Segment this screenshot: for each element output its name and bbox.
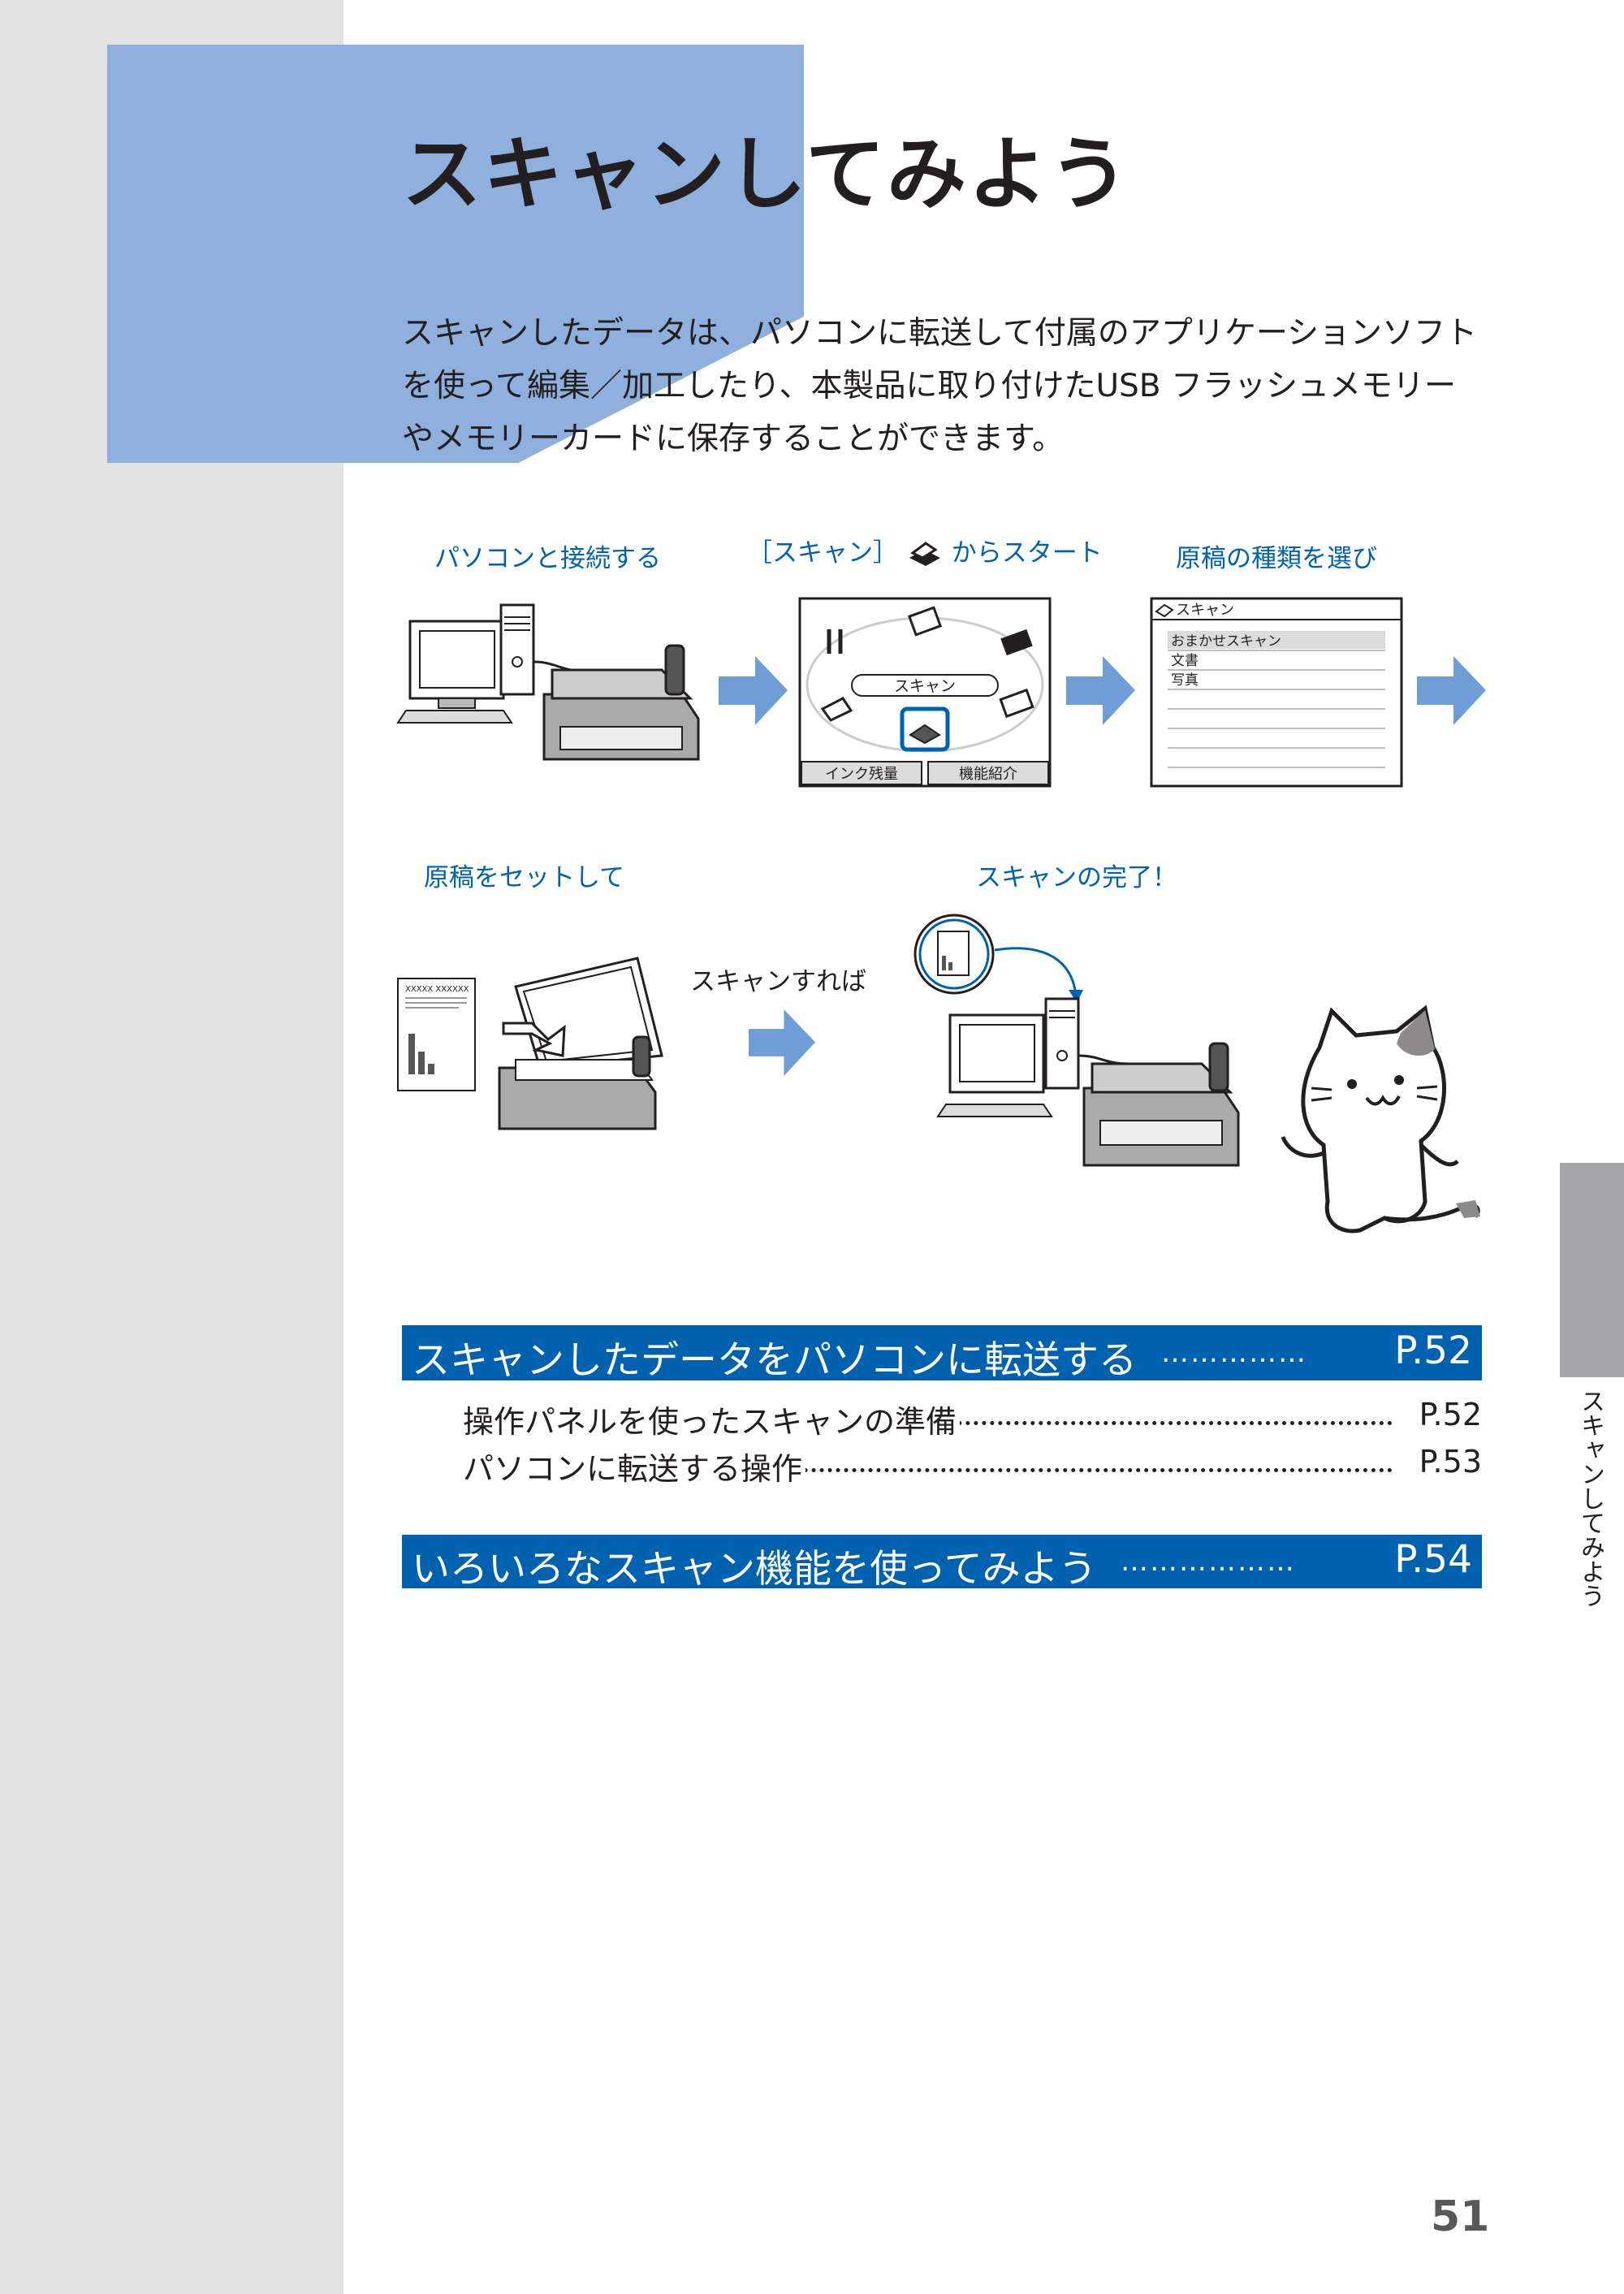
arrow-right-icon xyxy=(1066,656,1135,725)
intro-paragraph: スキャンしたデータは、パソコンに転送して付属のアプリケーションソフト を使って編… xyxy=(402,307,1490,465)
section-dots: ……………… xyxy=(1121,1545,1296,1578)
toc-page: P.52 xyxy=(1410,1397,1482,1432)
arrow-right-icon xyxy=(1417,656,1486,725)
fax-mode-icon xyxy=(999,688,1034,719)
lcd-soft-right: 機能紹介 xyxy=(959,766,1017,783)
toc-page: P.53 xyxy=(1410,1444,1482,1480)
scan-small-icon xyxy=(1155,603,1174,618)
section-title: いろいろなスキャン機能を使ってみよう xyxy=(412,1547,1097,1592)
doc-sample-heading: XXXXX XXXXXX xyxy=(405,985,469,994)
toc-leader xyxy=(463,1468,1393,1472)
intro-line-2: を使って編集／加工したり、本製品に取り付けたUSB フラッシュメモリー xyxy=(402,368,1456,404)
page-number: 51 xyxy=(1431,2192,1490,2241)
scan-action-label: スキャンすれば xyxy=(690,967,866,996)
section-title: スキャンしたデータをパソコンに転送する xyxy=(412,1338,1137,1383)
step-start-suffix: からスタート xyxy=(951,538,1103,568)
pc-printer-illustration xyxy=(396,603,700,761)
cat-mascot-illustration xyxy=(1281,1004,1480,1233)
lcd-menu-header: スキャン xyxy=(1176,602,1234,619)
toc-title: パソコンに転送する操作 xyxy=(463,1444,806,1488)
lcd-menu-item: おまかせスキャン xyxy=(1171,633,1281,650)
intro-line-1: スキャンしたデータは、パソコンに転送して付属のアプリケーションソフト xyxy=(402,315,1478,352)
tools-icon xyxy=(827,629,843,654)
section-bar-functions[interactable]: いろいろなスキャン機能を使ってみよう ……………… P.54 xyxy=(402,1535,1482,1592)
step-start-label: ［スキャン］ からスタート xyxy=(747,532,1103,571)
copy-mode-icon xyxy=(907,606,943,637)
scan-complete-illustration xyxy=(914,914,1240,1167)
arrow-right-icon xyxy=(719,656,788,725)
step-choose-label: 原稿の種類を選び xyxy=(1176,544,1377,573)
arrow-right-icon xyxy=(749,1009,815,1076)
photo-mode-icon xyxy=(1000,629,1033,656)
toc-item[interactable]: パソコンに転送する操作 P.53 xyxy=(463,1444,1482,1488)
toc-title: 操作パネルを使ったスキャンの準備 xyxy=(463,1397,961,1441)
intro-line-3: やメモリーカードに保存することができます。 xyxy=(402,421,1065,457)
chapter-side-label: スキャンしてみよう xyxy=(1576,1389,1605,1608)
chapter-side-tab xyxy=(1560,1163,1624,1377)
section-page: P.54 xyxy=(1394,1537,1472,1582)
step-start-prefix: ［スキャン］ xyxy=(747,538,898,568)
lcd-menu-item: 文書 xyxy=(1171,653,1199,669)
scanner-open-illustration: XXXXX XXXXXX xyxy=(397,957,663,1130)
lcd-menu-item: 写真 xyxy=(1171,672,1199,689)
scan-mode-icon xyxy=(909,724,941,745)
scan-icon xyxy=(909,541,940,566)
section-page: P.52 xyxy=(1394,1328,1472,1373)
toc-item[interactable]: 操作パネルを使ったスキャンの準備 P.52 xyxy=(463,1397,1482,1441)
section-bar-transfer[interactable]: スキャンしたデータをパソコンに転送する …………… P.52 xyxy=(402,1325,1482,1383)
step-connect-label: パソコンと接続する xyxy=(434,544,661,573)
page-title: スキャンしてみよう xyxy=(402,128,1131,221)
lcd-menu-screen: スキャン おまかせスキャン 文書 写真 xyxy=(1150,597,1403,788)
setup-mode-icon xyxy=(820,697,853,722)
lcd-soft-left: インク残量 xyxy=(825,766,898,783)
section-dots: …………… xyxy=(1161,1337,1307,1369)
lcd-center-label: スキャン xyxy=(894,677,956,695)
step-done-label: スキャンの完了！ xyxy=(976,863,1177,892)
step-set-label: 原稿をセットして xyxy=(424,863,625,892)
lcd-home-screen: スキャン インク残量 機能紹介 xyxy=(798,597,1052,788)
